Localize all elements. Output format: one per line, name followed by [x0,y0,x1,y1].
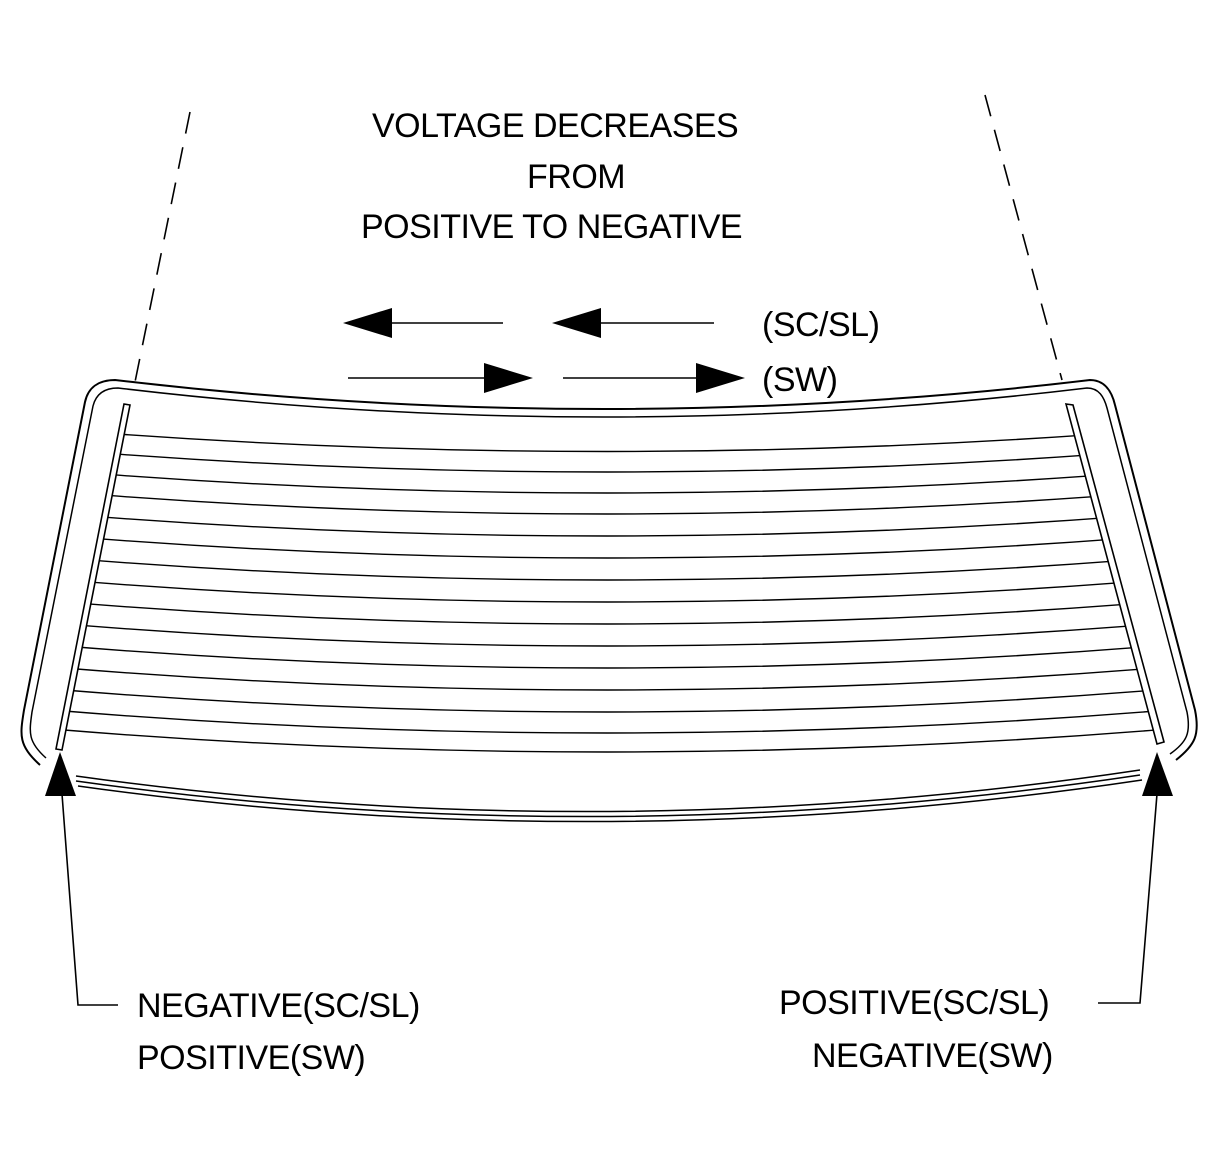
right-terminal-label-2: NEGATIVE(SW) [812,1037,1053,1075]
flow-arrows-sc-sl [343,308,714,338]
right-terminal-leader [1098,752,1173,1004]
title-line-3: POSITIVE TO NEGATIVE [361,208,743,246]
flow-arrows-sw [348,363,745,393]
left-terminal-label-2: POSITIVE(SW) [137,1039,366,1077]
left-terminal-leader [45,752,118,1006]
window-frame [20,378,1198,766]
right-terminal-label-1: POSITIVE(SC/SL) [779,984,1050,1022]
left-bus-bar [55,403,131,751]
right-bus-bar [1064,403,1165,745]
left-dashed-guide [134,111,191,383]
left-terminal-label-1: NEGATIVE(SC/SL) [137,987,420,1025]
defogger-grid-lines [58,427,1158,753]
flow-label-sc-sl: (SC/SL) [762,306,880,344]
title-line-2: FROM [527,158,626,196]
right-dashed-guide [984,94,1063,381]
flow-label-sw: (SW) [762,361,838,399]
title-line-1: VOLTAGE DECREASES [372,107,739,145]
lower-trim [75,769,1143,823]
